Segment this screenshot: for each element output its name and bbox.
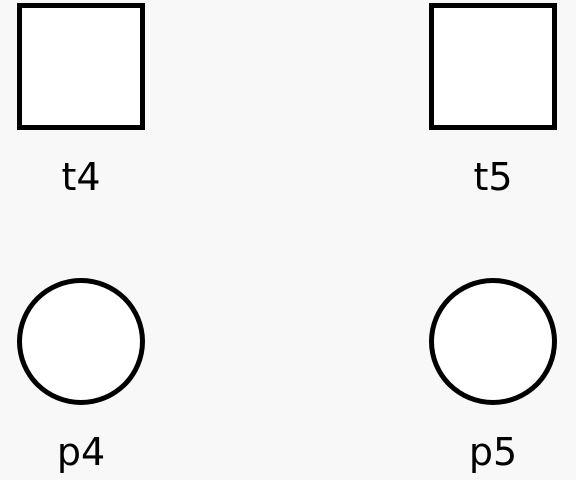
- transition-t4-label: t4: [61, 155, 101, 199]
- transition-t5-label: t5: [473, 155, 513, 199]
- transition-t4[interactable]: [17, 3, 145, 130]
- place-p5[interactable]: [429, 278, 557, 405]
- transition-t5[interactable]: [429, 3, 557, 130]
- place-p4[interactable]: [17, 278, 145, 405]
- place-p4-label: p4: [56, 430, 106, 474]
- place-p5-label: p5: [468, 430, 518, 474]
